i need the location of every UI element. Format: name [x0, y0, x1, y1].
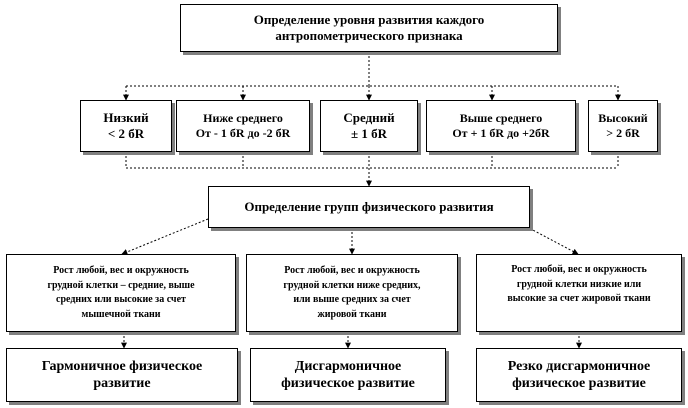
- groups-box: Определение групп физического развития: [208, 186, 530, 228]
- level-below-average-title: Ниже среднего: [203, 111, 283, 125]
- level-above-average-range: От + 1 бR до +2бR: [452, 126, 550, 140]
- result-harmonious-line-2: развитие: [93, 376, 151, 391]
- level-box-low: Низкий < 2 бR: [80, 100, 172, 152]
- groups-title: Определение групп физического развития: [244, 198, 494, 214]
- level-low-title: Низкий: [103, 109, 149, 125]
- description-box-1: Рост любой, вес и окружность грудной кле…: [6, 254, 236, 332]
- level-low-range: < 2 бR: [107, 126, 145, 141]
- description-2-line-1: Рост любой, вес и окружность: [284, 265, 420, 276]
- description-2-line-3: или выше средних за счет: [293, 294, 411, 305]
- result-box-disharmonious: Дисгармоничное физическое развитие: [250, 348, 446, 402]
- result-sharply-disharmonious-line-1: Резко дисгармоничное: [507, 358, 651, 374]
- description-3-line-2: грудной клетки низкие или: [516, 278, 642, 290]
- level-box-above-average: Выше среднего От + 1 бR до +2бR: [426, 100, 576, 152]
- result-harmonious-line-1: Гармоничное физическое: [41, 358, 203, 374]
- level-high-title: Высокий: [598, 111, 648, 125]
- result-disharmonious-line-2: физическое развитие: [281, 376, 415, 391]
- level-above-average-title: Выше среднего: [459, 111, 543, 125]
- description-box-2: Рост любой, вес и окружность грудной кле…: [246, 254, 458, 332]
- description-2-line-4: жировой ткани: [317, 308, 387, 320]
- level-box-high: Высокий > 2 бR: [588, 100, 658, 152]
- description-1-line-3: средних или высокие за счет: [56, 294, 186, 305]
- result-disharmonious-line-1: Дисгармоничное: [294, 358, 402, 374]
- level-high-range: > 2 бR: [606, 126, 640, 140]
- top-box-line-1: Определение уровня развития каждого: [253, 11, 485, 27]
- top-box: Определение уровня развития каждого антр…: [180, 4, 558, 52]
- description-box-3: Рост любой, вес и окружность грудной кле…: [476, 254, 682, 332]
- level-average-title: Средний: [343, 109, 395, 125]
- level-average-range: ± 1 бR: [350, 126, 388, 141]
- description-3-line-1: Рост любой, вес и окружность: [511, 264, 647, 275]
- level-box-below-average: Ниже среднего От - 1 бR до -2 бR: [176, 100, 310, 152]
- result-sharply-disharmonious-line-2: физическое развитие: [512, 376, 646, 391]
- description-2-line-2: грудной клетки ниже средних,: [283, 279, 421, 291]
- description-1-line-4: мышечной ткани: [81, 308, 161, 320]
- top-box-line-2: антропометрического признака: [275, 28, 463, 43]
- level-box-average: Средний ± 1 бR: [320, 100, 418, 152]
- result-box-harmonious: Гармоничное физическое развитие: [6, 348, 238, 402]
- result-box-sharply-disharmonious: Резко дисгармоничное физическое развитие: [476, 348, 682, 402]
- level-below-average-range: От - 1 бR до -2 бR: [195, 126, 291, 140]
- description-3-line-3: высокие за счет жировой ткани: [507, 293, 651, 304]
- connector-groups-to-desc-1: [121, 218, 209, 255]
- description-1-line-1: Рост любой, вес и окружность: [53, 265, 189, 276]
- description-1-line-2: грудной клетки – средние, выше: [47, 279, 195, 291]
